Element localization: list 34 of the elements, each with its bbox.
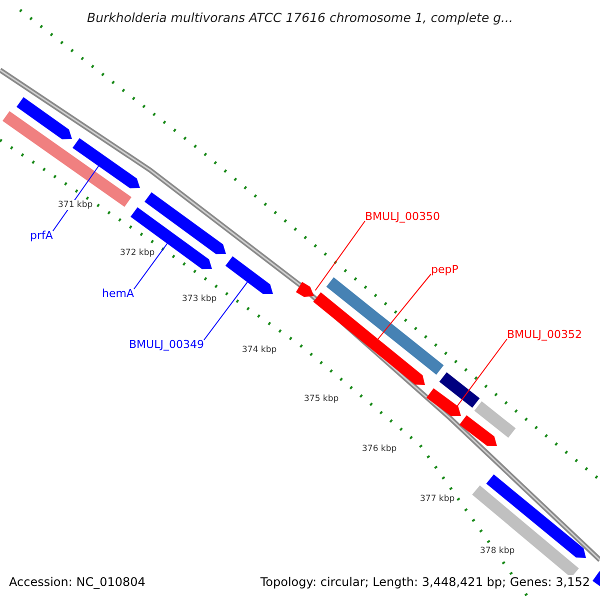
gene-segment [2,111,132,207]
scale-label: 376 kbp [362,444,397,454]
gene-segment [72,138,140,188]
scale-label: 372 kbp [120,248,155,258]
scale-label: 374 kbp [242,345,277,355]
gene-segment [426,388,461,416]
scale-label: 373 kbp [182,294,217,304]
gene-segment [474,401,516,438]
scale-label: 371 kbp [58,200,93,210]
scale-label: 377 kbp [420,494,455,504]
gene-segment [326,277,444,375]
gene-segment [439,372,480,408]
scale-label: 378 kbp [480,546,515,556]
gene-label: prfA [30,229,53,242]
title: Burkholderia multivorans ATCC 17616 chromosome 1, complete g... [86,10,514,25]
gene-segment [459,415,497,446]
genome-info-text: Topology: circular; Length: 3,448,421 bp; Genes: 3,152 [260,575,590,589]
gene-label: BMULJ_00349 [129,338,204,351]
gene-segment [16,97,72,140]
leader-line [314,220,366,291]
leader-line [203,281,248,340]
gene-label: BMULJ_00352 [507,328,582,341]
leader-line [377,274,432,340]
accession-text: Accession: NC_010804 [9,575,146,589]
scale-label: 375 kbp [304,394,339,404]
leader-line [456,338,508,407]
leader-line [133,242,168,290]
gene-segment [472,485,579,578]
gene-label: pepP [431,263,458,276]
gene-segment [225,256,273,294]
gene-label: hemA [102,287,134,300]
gene-segment [296,282,314,297]
gene-segment [313,292,425,385]
gene-label: BMULJ_00350 [365,210,440,223]
